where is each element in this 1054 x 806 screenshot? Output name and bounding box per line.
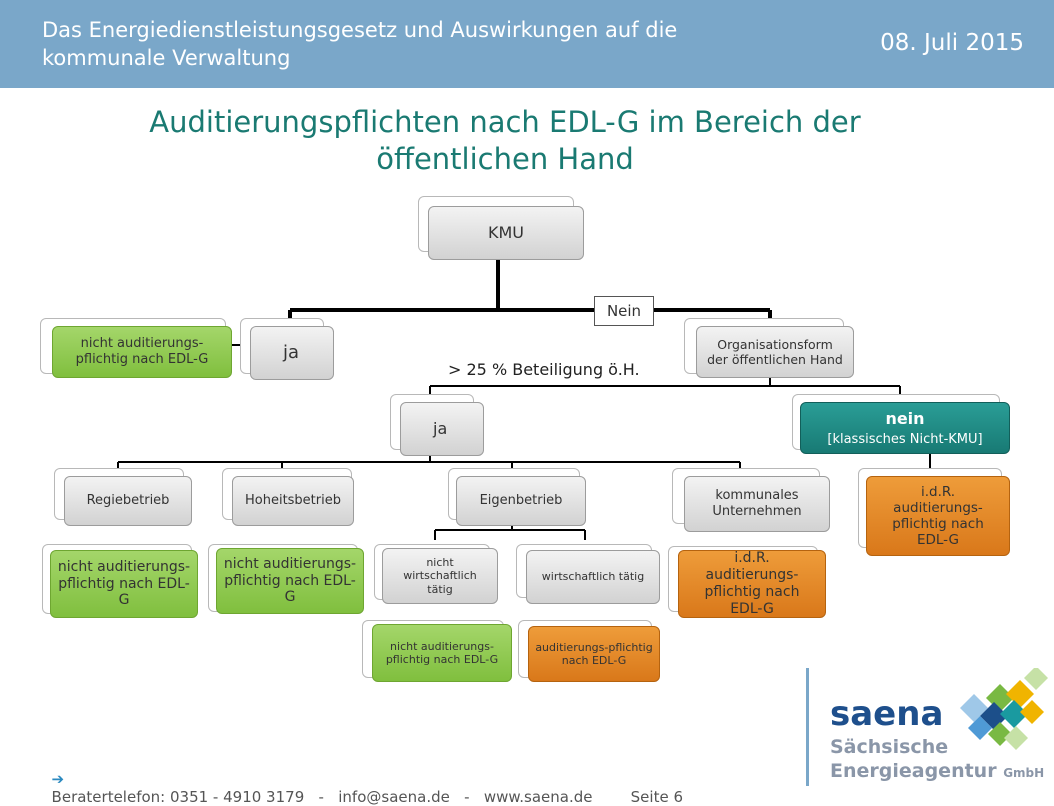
node-ja-top-result-label: nicht auditierungs-pflichtig nach EDL-G bbox=[75, 336, 209, 367]
node-ja-top-result: nicht auditierungs-pflichtig nach EDL-G bbox=[52, 326, 232, 378]
logo-brand: saena bbox=[830, 694, 944, 734]
node-kmu: KMU bbox=[428, 206, 584, 260]
node-nein-mid-result-label: i.d.R. auditierungs-pflichtig nach EDL-G bbox=[892, 483, 984, 549]
header-bar: Das Energiedienstleistungsgesetz und Aus… bbox=[0, 0, 1054, 88]
node-regiebetrieb-result: nicht auditierungs-pflichtig nach EDL-G bbox=[50, 550, 198, 618]
node-organisationsform-label: Organisationsform der öffentlichen Hand bbox=[707, 337, 843, 367]
footer-text: Beratertelefon: 0351 - 4910 3179 - info@… bbox=[51, 788, 683, 806]
node-regiebetrieb-result-label: nicht auditierungs-pflichtig nach EDL-G bbox=[57, 558, 191, 609]
node-nicht-wirtschaftlich-result: nicht auditierungs-pflichtig nach EDL-G bbox=[372, 624, 512, 682]
node-kommunales-result-label: i.d.R. auditierungs-pflichtig nach EDL-G bbox=[704, 550, 800, 617]
node-eigenbetrieb: Eigenbetrieb bbox=[456, 476, 586, 526]
node-regiebetrieb: Regiebetrieb bbox=[64, 476, 192, 526]
footer: ➔ Beratertelefon: 0351 - 4910 3179 - inf… bbox=[42, 752, 683, 806]
label-beteiligung: > 25 % Beteiligung ö.H. bbox=[448, 360, 640, 379]
logo-suffix: GmbH bbox=[1003, 766, 1045, 780]
node-nicht-wirtschaftlich-label: nicht wirtschaftlich tätig bbox=[403, 556, 477, 596]
node-wirtschaftlich-label: wirtschaftlich tätig bbox=[541, 570, 645, 584]
node-nicht-wirtschaftlich-result-label: nicht auditierungs-pflichtig nach EDL-G bbox=[385, 639, 499, 666]
node-kmu-label: KMU bbox=[487, 223, 524, 243]
header-date: 08. Juli 2015 bbox=[880, 30, 1024, 56]
node-nein-mid-title: nein bbox=[885, 408, 925, 428]
label-nein-text: Nein bbox=[606, 302, 642, 320]
node-organisationsform: Organisationsform der öffentlichen Hand bbox=[696, 326, 854, 378]
node-hoheitsbetrieb-label: Hoheitsbetrieb bbox=[244, 493, 341, 509]
node-ja-top: ja bbox=[250, 326, 334, 380]
header-title: Das Energiedienstleistungsgesetz und Aus… bbox=[42, 18, 678, 70]
node-kommunales-result: i.d.R. auditierungs-pflichtig nach EDL-G bbox=[678, 550, 826, 618]
arrow-right-icon: ➔ bbox=[51, 770, 65, 788]
logo-line1: Sächsische bbox=[830, 736, 949, 758]
logo-line2-text: Energieagentur bbox=[830, 760, 997, 782]
node-regiebetrieb-label: Regiebetrieb bbox=[86, 493, 170, 509]
node-wirtschaftlich: wirtschaftlich tätig bbox=[526, 550, 660, 604]
node-wirtschaftlich-result-label: auditierungs-pflichtig nach EDL-G bbox=[535, 640, 653, 667]
node-nein-mid-result: i.d.R. auditierungs-pflichtig nach EDL-G bbox=[866, 476, 1010, 556]
node-kommunales-label: kommunales Unternehmen bbox=[712, 488, 802, 519]
node-eigenbetrieb-label: Eigenbetrieb bbox=[479, 493, 563, 509]
node-nein-mid: nein [klassisches Nicht-KMU] bbox=[800, 402, 1010, 454]
node-kommunales: kommunales Unternehmen bbox=[684, 476, 830, 532]
node-hoheitsbetrieb-result-label: nicht auditierungs-pflichtig nach EDL-G bbox=[223, 555, 357, 606]
node-nein-mid-sub: [klassisches Nicht-KMU] bbox=[827, 431, 983, 447]
label-nein: Nein bbox=[594, 296, 654, 326]
diamond-pattern-icon bbox=[960, 668, 1048, 750]
node-hoheitsbetrieb: Hoheitsbetrieb bbox=[232, 476, 354, 526]
page-title: Auditierungspflichten nach EDL-G im Bere… bbox=[149, 105, 861, 176]
node-ja-mid: ja bbox=[400, 402, 484, 456]
node-ja-mid-label: ja bbox=[433, 419, 448, 439]
node-wirtschaftlich-result: auditierungs-pflichtig nach EDL-G bbox=[528, 626, 660, 682]
logo-line2: Energieagentur GmbH bbox=[830, 760, 1044, 782]
logo-divider bbox=[806, 668, 809, 786]
node-nicht-wirtschaftlich: nicht wirtschaftlich tätig bbox=[382, 548, 498, 604]
node-ja-top-label: ja bbox=[283, 342, 300, 364]
node-hoheitsbetrieb-result: nicht auditierungs-pflichtig nach EDL-G bbox=[216, 548, 364, 614]
